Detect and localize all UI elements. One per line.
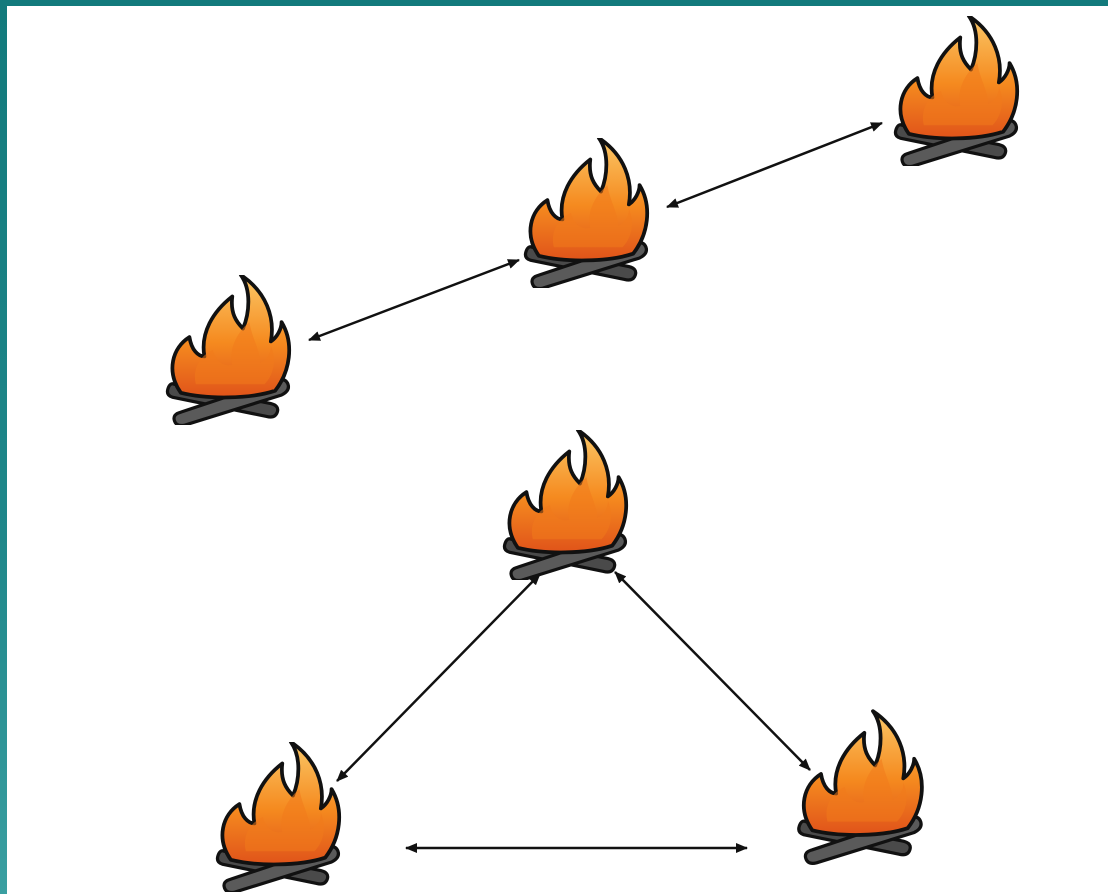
triangle-top-left-arrow — [336, 573, 541, 782]
chain-right-campfire-icon — [893, 16, 1020, 166]
triangle-bottom-left-campfire-icon — [217, 742, 339, 893]
chain-middle-right-arrow — [666, 121, 883, 209]
triangle-top-campfire-icon — [502, 430, 629, 580]
chain-middle-campfire-icon — [523, 138, 650, 288]
chain-left-middle-arrow — [308, 258, 520, 342]
frame-left-border — [0, 0, 7, 894]
triangle-group — [217, 430, 921, 893]
triangle-bottom-right-campfire-icon — [799, 711, 922, 863]
chain-left-campfire-icon — [165, 275, 292, 425]
frame-top-border — [0, 0, 1108, 6]
triangle-top-right-arrow — [614, 571, 811, 771]
chain-group — [165, 16, 1020, 425]
